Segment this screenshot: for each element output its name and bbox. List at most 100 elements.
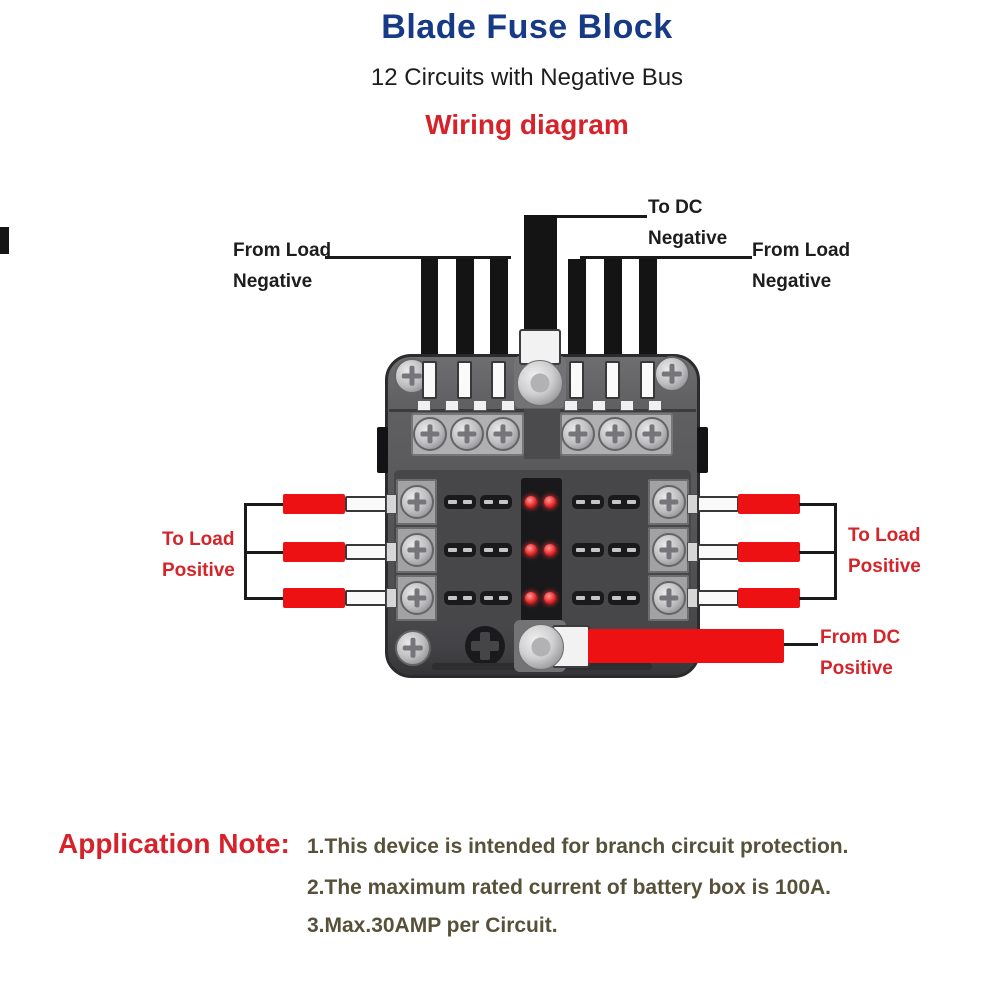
label-to-dc-negative: To DC Negative: [648, 192, 727, 254]
fuse-slot: [444, 543, 476, 557]
wire-spade-connector: [605, 361, 620, 399]
crimp-connector: [386, 588, 397, 608]
label-from-load-negative-right: From Load Negative: [752, 235, 850, 297]
bus-gap: [524, 409, 560, 459]
label-line-from-dc: [784, 643, 818, 646]
bracket-stub: [799, 597, 837, 600]
fuse-slot: [608, 591, 640, 605]
label-line-to-dc: [557, 215, 647, 218]
label-line-1: From DC: [820, 627, 901, 648]
load-positive-wire: [738, 588, 800, 608]
load-positive-wire: [738, 542, 800, 562]
terminal-slot: [473, 400, 487, 411]
led-indicator: [525, 592, 537, 604]
crimp-connector: [386, 542, 397, 562]
wire-spade-connector: [697, 544, 739, 560]
led-indicator: [544, 592, 556, 604]
wire-spade-connector: [640, 361, 655, 399]
label-line-from-load-left: [325, 256, 511, 259]
label-line-1: To Load: [848, 525, 921, 546]
label-line-1: From Load: [752, 240, 851, 261]
terminal-slot: [417, 400, 431, 411]
terminal-slot: [648, 400, 662, 411]
fuse-slot: [608, 543, 640, 557]
led-indicator: [544, 496, 556, 508]
circuit-terminal-screw: [652, 581, 686, 615]
label-line-1: From Load: [233, 240, 332, 261]
terminal-slot: [501, 400, 515, 411]
wire-spade-connector: [697, 496, 739, 512]
dc-positive-wire: [588, 629, 784, 663]
fuse-slot: [572, 543, 604, 557]
led-indicator: [525, 544, 537, 556]
circuit-terminal-screw: [400, 581, 434, 615]
wire-spade-connector: [345, 496, 387, 512]
bracket-stub: [244, 551, 284, 554]
label-line-2: Positive: [820, 658, 893, 679]
label-line-2: Negative: [233, 271, 313, 292]
bracket-stub: [799, 503, 837, 506]
mount-tab-right: [697, 427, 708, 473]
wire-spade-connector: [697, 590, 739, 606]
corner-screw: [395, 630, 431, 666]
load-positive-wire: [283, 494, 345, 514]
load-negative-wire: [568, 259, 586, 372]
dc-negative-wire: [524, 215, 557, 342]
label-line-2: Positive: [848, 556, 921, 577]
bus-terminal-screw: [561, 417, 595, 451]
wire-spade-connector: [491, 361, 506, 399]
edge-artifact: [0, 227, 9, 254]
fuse-slot: [572, 591, 604, 605]
fuse-slot: [608, 495, 640, 509]
application-note-heading: Application Note:: [58, 828, 290, 859]
label-line-2: Negative: [648, 228, 728, 249]
led-indicator: [525, 496, 537, 508]
label-from-load-negative-left: From Load Negative: [233, 235, 331, 297]
bracket-stub: [244, 597, 284, 600]
corner-screw: [654, 356, 690, 392]
fuse-slot: [444, 495, 476, 509]
bracket-stub: [244, 503, 284, 506]
load-negative-wire: [490, 259, 508, 372]
negative-stud-terminal: [517, 360, 563, 406]
page-subtitle: 12 Circuits with Negative Bus: [370, 64, 684, 91]
positive-stud-terminal: [518, 624, 564, 670]
circuit-terminal-screw: [652, 485, 686, 519]
diagram-heading: Wiring diagram: [425, 109, 629, 140]
terminal-slot: [592, 400, 606, 411]
load-positive-wire: [738, 494, 800, 514]
wire-spade-connector: [422, 361, 437, 399]
load-positive-wire: [283, 588, 345, 608]
bus-terminal-screw: [450, 417, 484, 451]
wire-spade-connector: [345, 544, 387, 560]
bracket-line-right: [834, 503, 837, 600]
bracket-stub: [799, 551, 837, 554]
fuse-slot: [444, 591, 476, 605]
bus-terminal-screw: [413, 417, 447, 451]
application-note-item: 1.This device is intended for branch cir…: [307, 835, 849, 858]
bus-terminal-screw: [598, 417, 632, 451]
mount-tab-left: [377, 427, 388, 473]
circuit-terminal-screw: [400, 485, 434, 519]
label-to-load-positive-left: To Load Positive: [162, 524, 235, 586]
bus-terminal-screw: [486, 417, 520, 451]
bus-terminal-screw: [635, 417, 669, 451]
terminal-slot: [620, 400, 634, 411]
fuse-slot: [480, 591, 512, 605]
positive-symbol-bar: [480, 632, 490, 660]
wire-spade-connector: [345, 590, 387, 606]
load-negative-wire: [421, 259, 438, 372]
label-line-2: Negative: [752, 271, 832, 292]
load-positive-wire: [283, 542, 345, 562]
led-indicator: [544, 544, 556, 556]
wire-spade-connector: [457, 361, 472, 399]
page-title: Blade Fuse Block: [381, 8, 673, 46]
label-to-load-positive-right: To Load Positive: [848, 520, 921, 582]
circuit-terminal-screw: [400, 533, 434, 567]
circuit-terminal-screw: [652, 533, 686, 567]
load-negative-wire: [604, 259, 622, 372]
label-line-from-load-right: [580, 256, 752, 259]
application-note-item: 2.The maximum rated current of battery b…: [307, 876, 831, 899]
application-note-item: 3.Max.30AMP per Circuit.: [307, 914, 558, 937]
